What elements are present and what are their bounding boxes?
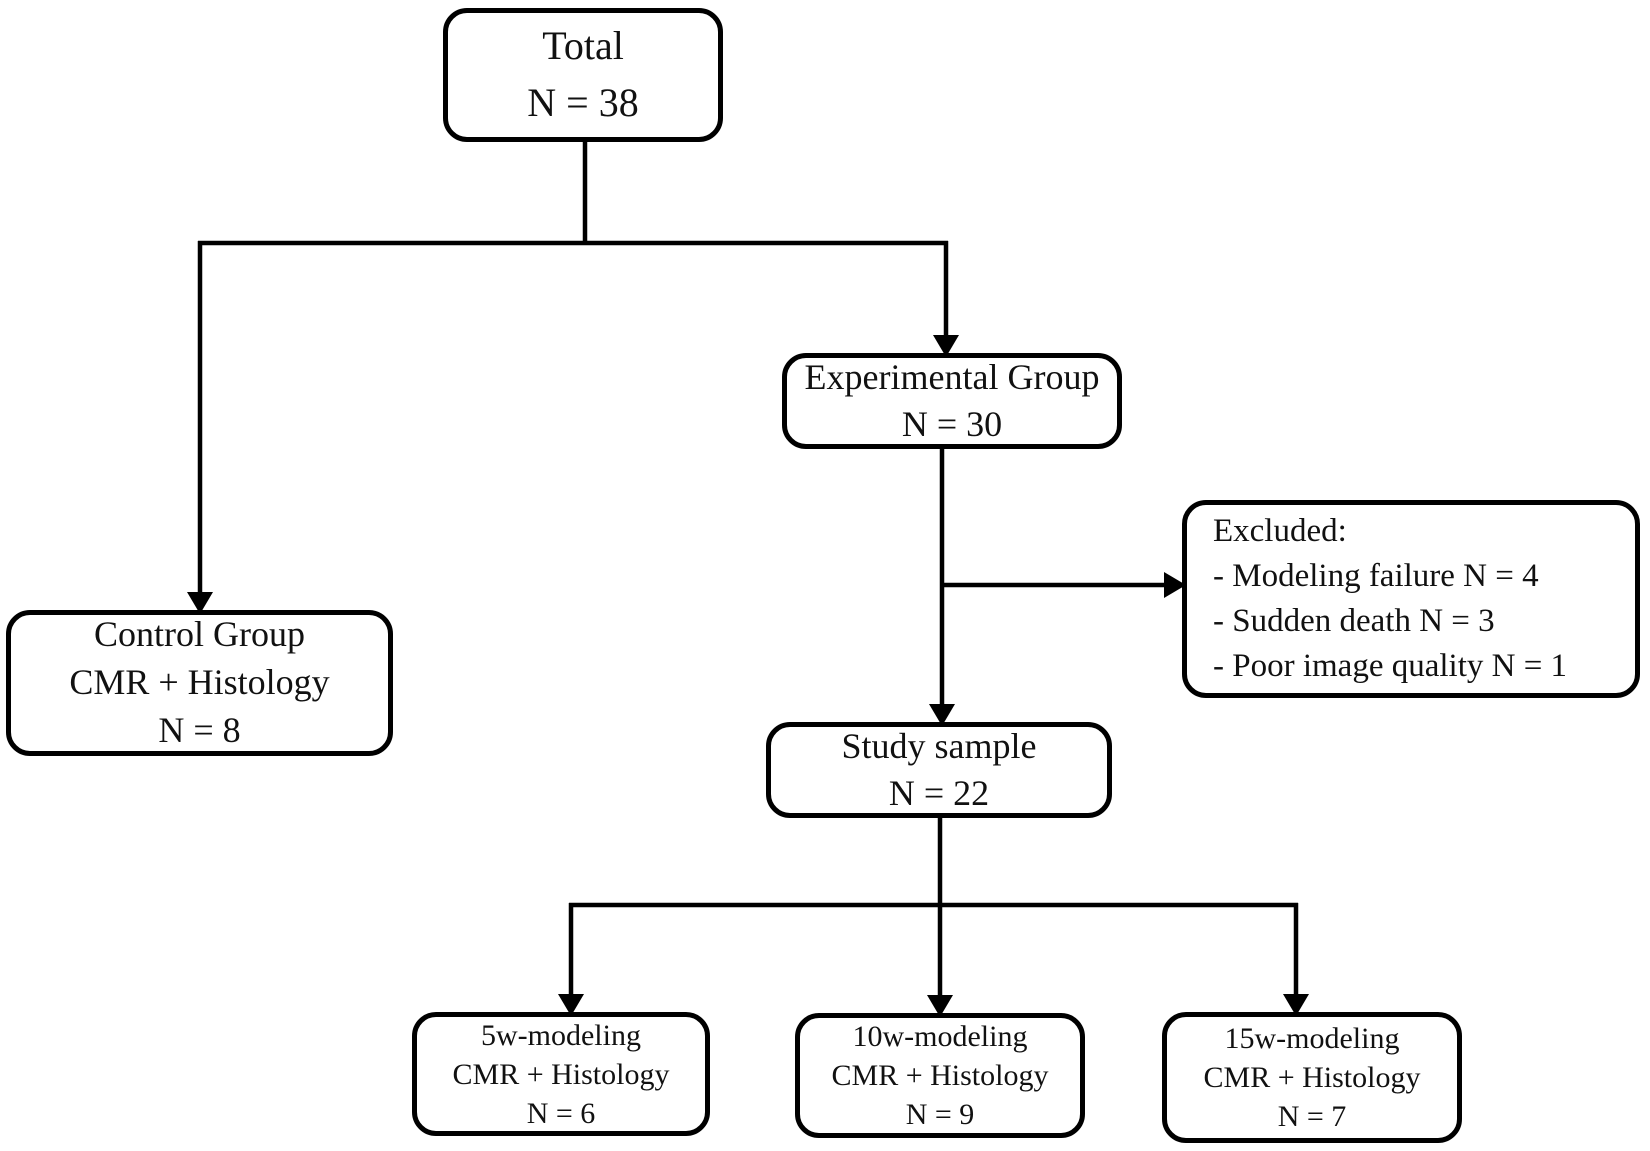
node-study-count: N = 22: [888, 773, 990, 813]
node-15w-count: N = 7: [1277, 1100, 1347, 1133]
arrowhead-to-excluded: [1164, 572, 1186, 598]
node-total-label: Total: [542, 23, 624, 69]
node-10w-count: N = 9: [905, 1098, 975, 1131]
arrowhead-to-5w: [558, 994, 584, 1016]
node-study-label: Study sample: [841, 726, 1037, 767]
node-total-count: N = 38: [527, 80, 639, 125]
flow-node-excluded: Excluded: - Modeling failure N = 4 - Sud…: [1182, 500, 1640, 698]
node-15w-label: 15w-modeling: [1224, 1022, 1400, 1055]
arrowhead-to-study: [929, 704, 955, 726]
node-control-method: CMR + Histology: [69, 662, 330, 703]
arrowhead-to-control: [187, 592, 213, 614]
node-experimental-count: N = 30: [901, 404, 1003, 444]
flow-node-control-group: Control Group CMR + Histology N = 8: [6, 610, 393, 756]
arrowhead-to-experimental: [933, 335, 959, 357]
node-5w-count: N = 6: [526, 1096, 596, 1130]
node-5w-label: 5w-modeling: [481, 1018, 641, 1052]
node-excluded-title: Excluded:: [1213, 512, 1347, 549]
node-control-label: Control Group: [94, 614, 305, 655]
node-control-count: N = 8: [158, 709, 241, 750]
arrowhead-to-15w: [1283, 994, 1309, 1016]
flow-node-5w-modeling: 5w-modeling CMR + Histology N = 6: [412, 1012, 710, 1136]
node-10w-label: 10w-modeling: [852, 1020, 1028, 1053]
node-excluded-item: - Sudden death N = 3: [1213, 603, 1495, 639]
flow-node-experimental-group: Experimental Group N = 30: [782, 353, 1122, 449]
node-5w-method: CMR + Histology: [452, 1057, 670, 1091]
node-excluded-item: - Modeling failure N = 4: [1213, 557, 1539, 594]
arrowhead-to-10w: [927, 995, 953, 1017]
node-excluded-item: - Poor image quality N = 1: [1213, 648, 1568, 685]
node-10w-method: CMR + Histology: [831, 1059, 1049, 1092]
flow-node-15w-modeling: 15w-modeling CMR + Histology N = 7: [1162, 1012, 1462, 1143]
node-experimental-label: Experimental Group: [804, 357, 1100, 398]
flow-node-10w-modeling: 10w-modeling CMR + Histology N = 9: [795, 1013, 1085, 1138]
flow-node-total: Total N = 38: [443, 8, 723, 142]
flow-node-study-sample: Study sample N = 22: [766, 722, 1112, 818]
node-15w-method: CMR + Histology: [1203, 1061, 1421, 1094]
